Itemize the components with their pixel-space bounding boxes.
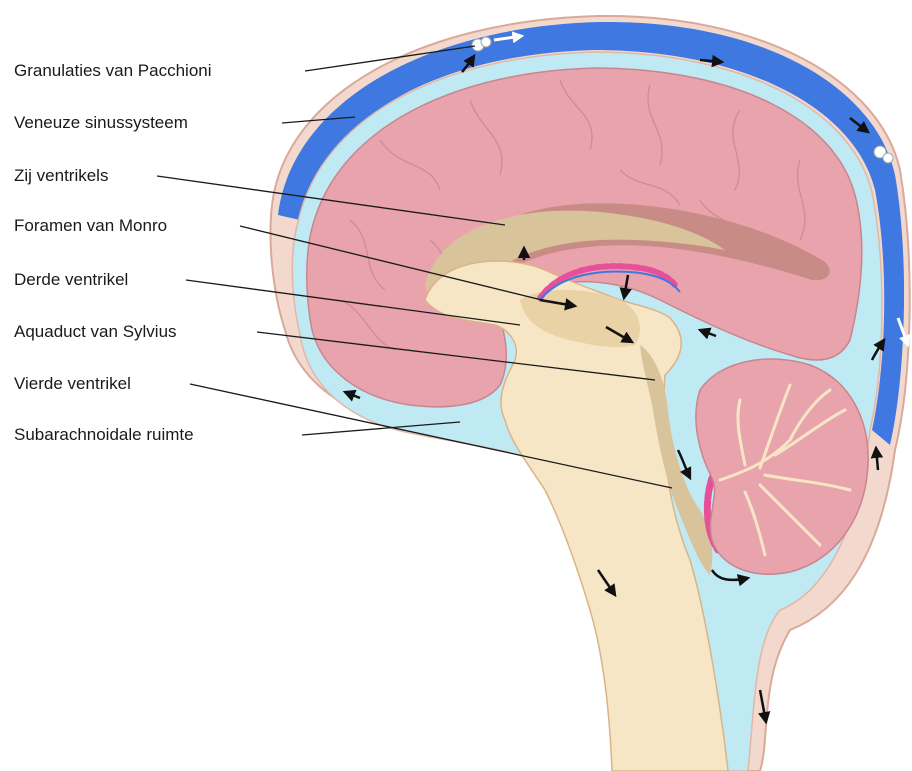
label-third-ventricle: Derde ventrikel [14, 270, 128, 290]
label-fourth-ventricle: Vierde ventrikel [14, 374, 131, 394]
label-lateral-ventricles: Zij ventrikels [14, 166, 108, 186]
label-venous-sinus: Veneuze sinussysteem [14, 113, 188, 133]
label-subarachnoid-space: Subarachnoidale ruimte [14, 425, 194, 445]
label-aqueduct-sylvius: Aquaduct van Sylvius [14, 322, 177, 342]
label-foramen-monro: Foramen van Monro [14, 216, 167, 236]
label-granulations: Granulaties van Pacchioni [14, 61, 212, 81]
